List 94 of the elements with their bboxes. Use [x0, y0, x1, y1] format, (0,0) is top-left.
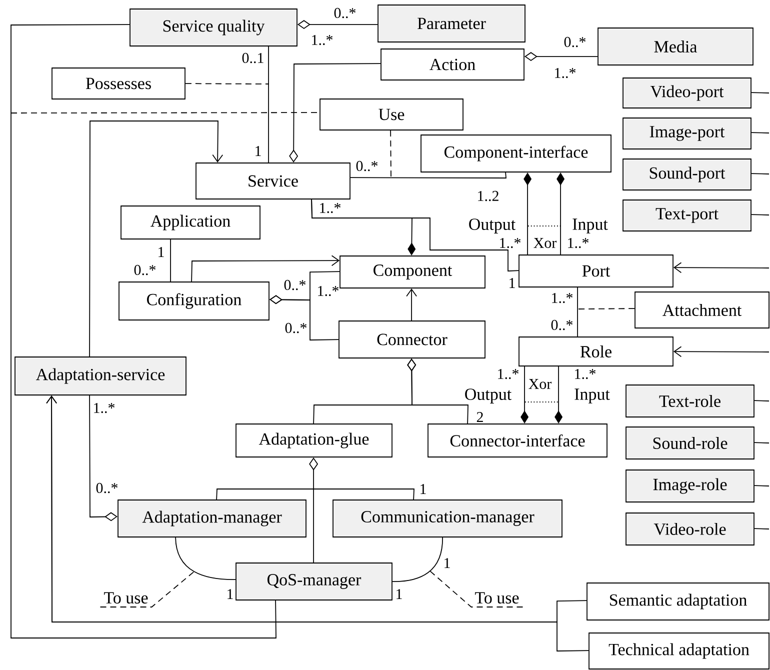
multiplicity-label: 1..*	[552, 292, 573, 304]
multiplicity-label: 0..*	[284, 280, 306, 290]
association-line	[216, 488, 414, 500]
multiplicity-label: 2	[476, 412, 483, 422]
arrow	[89, 120, 224, 357]
arrow	[673, 346, 770, 358]
association-line	[751, 92, 770, 94]
class-box: Technical adaptation	[588, 632, 770, 670]
edge-label: Output	[467, 218, 517, 234]
arrow	[191, 255, 340, 282]
multiplicity-label: 0..*	[356, 160, 378, 172]
association-line	[754, 528, 770, 530]
class-box: Use	[320, 98, 464, 130]
edge-label: Input	[571, 218, 609, 234]
association-line	[751, 132, 770, 134]
multiplicity-label: 0..*	[551, 320, 573, 330]
class-box: Role	[518, 336, 674, 366]
edge-label: Output	[463, 388, 513, 404]
multiplicity-label: 1	[228, 589, 233, 599]
multiplicity-label: Xor	[528, 379, 552, 389]
multiplicity-label: 1..*	[498, 368, 519, 380]
multiplicity-label: 0..*	[96, 482, 118, 494]
class-box: Image-role	[626, 470, 754, 502]
multiplicity-label: 1..*	[555, 68, 576, 78]
class-box: Text-port	[622, 200, 752, 232]
class-box: Component	[340, 256, 486, 288]
leader-line	[100, 570, 196, 608]
class-box: Video-role	[626, 512, 754, 546]
association-name: To use	[475, 592, 519, 604]
multiplicity-label: 1	[510, 278, 515, 288]
multiplicity-label: 1	[256, 146, 261, 156]
class-box: Component-interface	[420, 134, 612, 172]
association-line	[754, 400, 770, 402]
class-box: Adaptation-glue	[236, 424, 392, 458]
association-name: To use	[104, 592, 148, 604]
multiplicity-label: 1..*	[94, 402, 115, 414]
class-box: Port	[518, 254, 674, 288]
class-box: Attachment	[634, 292, 770, 328]
class-box: Video-port	[622, 78, 752, 108]
edge-label: Input	[573, 388, 611, 404]
class-box: Image-port	[622, 118, 752, 150]
multiplicity-label: 1..*	[312, 34, 333, 46]
class-box: Media	[598, 28, 754, 66]
association-line	[10, 24, 276, 638]
association-line	[751, 214, 770, 216]
class-box: Semantic adaptation	[586, 582, 770, 620]
class-box: Sound-port	[622, 158, 752, 190]
multiplicity-label: 0..1	[242, 52, 264, 64]
association-class-link	[10, 112, 320, 114]
association-class-link	[185, 83, 270, 84]
class-box: Parameter	[378, 4, 526, 42]
multiplicity-label: 1..*	[575, 368, 596, 380]
class-box: Service quality	[130, 8, 298, 46]
class-box: Text-role	[626, 384, 754, 418]
class-box: Communication-manager	[332, 500, 562, 538]
arrow	[406, 288, 417, 321]
leader-line	[430, 570, 524, 608]
class-box: Possesses	[52, 68, 186, 100]
multiplicity-label: 0..*	[334, 8, 356, 18]
multiplicity-label: 1	[444, 558, 450, 568]
association-line	[577, 287, 578, 337]
multiplicity-label: 1	[396, 589, 402, 599]
multiplicity-label: 1..*	[568, 238, 589, 248]
class-box: Connector-interface	[428, 424, 608, 458]
multiplicity-label: Xor	[534, 238, 557, 248]
class-box: Configuration	[118, 282, 270, 320]
association-line	[268, 46, 269, 163]
class-box: Sound-role	[626, 426, 754, 460]
association-line	[350, 172, 506, 178]
association-line	[754, 442, 770, 444]
multiplicity-label: 0..*	[564, 36, 586, 48]
class-box: Service	[196, 162, 350, 200]
association-line	[751, 173, 770, 174]
association-line	[754, 485, 770, 486]
association-line	[392, 537, 443, 582]
multiplicity-label: 1..2	[478, 190, 498, 202]
multiplicity-label: 0..*	[134, 264, 156, 276]
association-class-link	[390, 130, 392, 178]
class-box: Adaptation-service	[14, 356, 186, 396]
multiplicity-label: 1..*	[318, 286, 339, 296]
class-box: QoS-manager	[236, 562, 392, 600]
class-box: Adaptation-manager	[118, 500, 306, 538]
class-box: Action	[380, 48, 524, 80]
arrow	[673, 262, 770, 274]
association-line	[175, 537, 236, 580]
class-box: Application	[120, 206, 260, 240]
multiplicity-label: 1..*	[320, 202, 341, 214]
multiplicity-label: 1..*	[500, 238, 521, 248]
multiplicity-label: 0..*	[285, 322, 307, 334]
multiplicity-label: 1	[420, 484, 426, 494]
association-line	[170, 239, 171, 282]
multiplicity-label: 1	[158, 247, 164, 257]
association-class-link	[578, 308, 635, 310]
class-box: Connector	[338, 320, 486, 358]
